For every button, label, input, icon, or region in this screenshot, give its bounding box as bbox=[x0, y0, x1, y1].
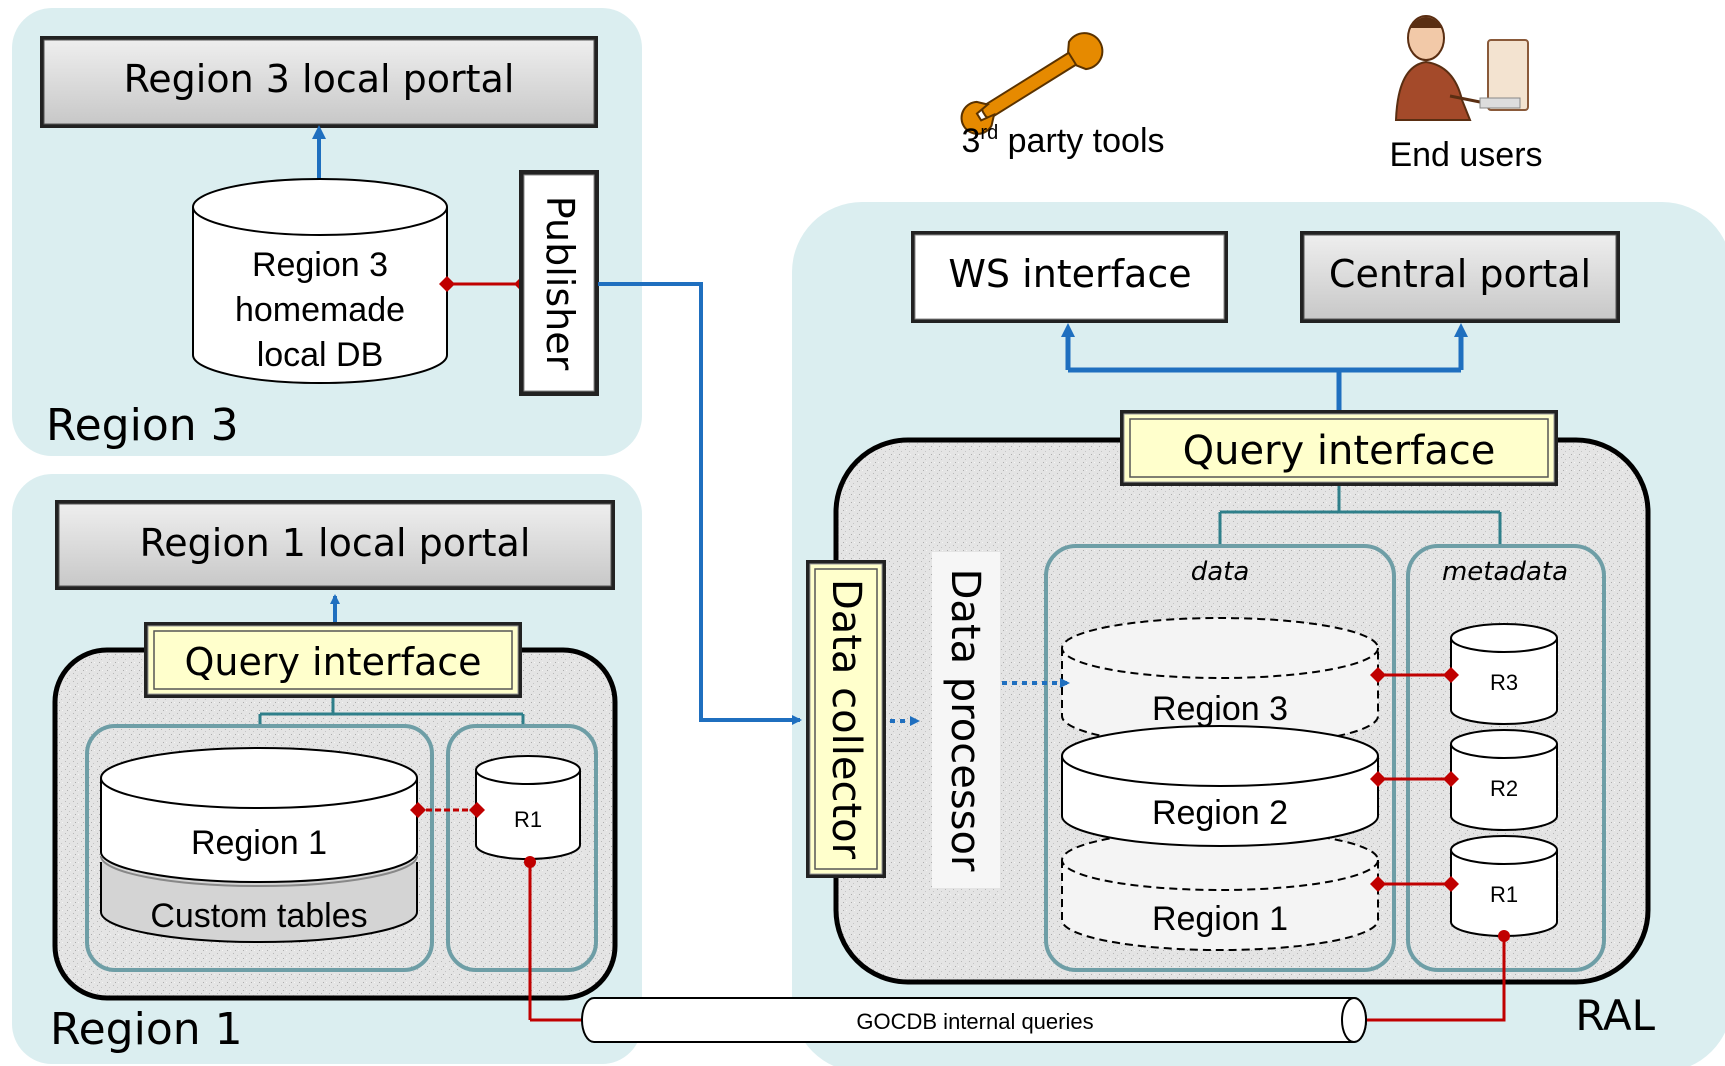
end-users-label: End users bbox=[1389, 136, 1542, 174]
ral-r2-label: R2 bbox=[1490, 776, 1518, 801]
ral-query-interface: Query interface bbox=[1120, 410, 1558, 486]
central-portal-label: Central portal bbox=[1329, 252, 1591, 296]
central-portal-box: Central portal bbox=[1300, 231, 1620, 323]
ws-interface-box: WS interface bbox=[911, 231, 1228, 323]
ral-metadata-label: metadata bbox=[1442, 557, 1568, 587]
region3-db-line1: Region 3 bbox=[252, 246, 388, 284]
region1-local-portal: Region 1 local portal bbox=[55, 500, 615, 590]
ral-r3-label: R3 bbox=[1490, 670, 1518, 695]
third-party-tools: 3rd party tools bbox=[960, 32, 1165, 160]
ral-r2-cylinder: R2 bbox=[1450, 729, 1558, 831]
data-collector-box: Data collector bbox=[806, 560, 886, 878]
region3-panel: Region 3 local portal Region 3 homemade … bbox=[12, 8, 642, 456]
ral-teal-connector bbox=[1218, 486, 1502, 546]
region1-data-box bbox=[85, 724, 434, 972]
ral-data-box bbox=[1044, 544, 1396, 972]
gocdb-bus-label: GOCDB internal queries bbox=[856, 1009, 1093, 1034]
region3-homemade-db: Region 3 homemade local DB bbox=[192, 178, 448, 384]
ral-region1-label: Region 1 bbox=[1152, 900, 1288, 938]
region3-local-portal: Region 3 local portal bbox=[40, 36, 598, 128]
ral-r1-cylinder: R1 bbox=[1450, 835, 1558, 937]
region1-query-interface: Query interface bbox=[144, 622, 522, 698]
ral-region2-label: Region 2 bbox=[1152, 794, 1288, 832]
region1-panel: Region 1 local portal Query interface Re… bbox=[12, 474, 642, 1064]
gocdb-bus: GOCDB internal queries bbox=[524, 856, 1510, 1043]
ral-query-to-outputs-arrows bbox=[1068, 367, 1461, 410]
ws-interface-label: WS interface bbox=[948, 252, 1191, 296]
region1-db-cylinder: Region 1 Custom tables bbox=[100, 747, 418, 943]
data-collector-label: Data collector bbox=[823, 579, 869, 860]
wrench-icon bbox=[960, 32, 1104, 135]
third-party-tools-label: 3rd party tools bbox=[961, 122, 1164, 160]
region1-label: Region 1 bbox=[50, 1004, 243, 1055]
region3-portal-label: Region 3 local portal bbox=[124, 57, 515, 101]
region1-query-interface-label: Query interface bbox=[184, 640, 481, 684]
ral-metadata-box bbox=[1406, 544, 1606, 972]
region1-metadata-box bbox=[446, 724, 598, 972]
ral-panel: WS interface Central portal Query interf… bbox=[792, 202, 1725, 1066]
publisher-label: Publisher bbox=[538, 196, 582, 371]
ral-region2-db: Region 2 bbox=[1061, 725, 1379, 847]
ral-data-meta-links bbox=[1370, 667, 1459, 892]
data-processor-label: Data processor bbox=[942, 569, 988, 872]
user-at-computer-icon bbox=[1394, 15, 1529, 121]
publisher-to-collector-arrow bbox=[598, 282, 802, 725]
region1-custom-tables-label: Custom tables bbox=[150, 897, 367, 935]
data-processor-box: Data processor bbox=[932, 552, 1000, 888]
region1-portal-label: Region 1 local portal bbox=[140, 521, 531, 565]
region1-r1-label: R1 bbox=[514, 807, 542, 832]
ral-data-label: data bbox=[1191, 557, 1250, 587]
ral-query-interface-label: Query interface bbox=[1183, 428, 1496, 474]
region3-db-line2: homemade bbox=[235, 291, 405, 329]
ral-region3-db: Region 3 bbox=[1061, 617, 1379, 747]
region3-label: Region 3 bbox=[46, 400, 239, 451]
publisher-box: Publisher bbox=[519, 170, 599, 396]
ral-region1-db: Region 1 bbox=[1061, 829, 1379, 951]
region3-db-line3: local DB bbox=[257, 336, 384, 374]
region1-teal-connector bbox=[258, 698, 525, 726]
ral-r3-cylinder: R3 bbox=[1450, 623, 1558, 725]
ral-r1-label: R1 bbox=[1490, 882, 1518, 907]
region1-r1-cylinder: R1 bbox=[475, 755, 581, 860]
ral-label: RAL bbox=[1575, 991, 1655, 1040]
region1-db-label: Region 1 bbox=[191, 824, 327, 862]
end-users: End users bbox=[1389, 15, 1543, 174]
ral-region3-label: Region 3 bbox=[1152, 690, 1288, 728]
